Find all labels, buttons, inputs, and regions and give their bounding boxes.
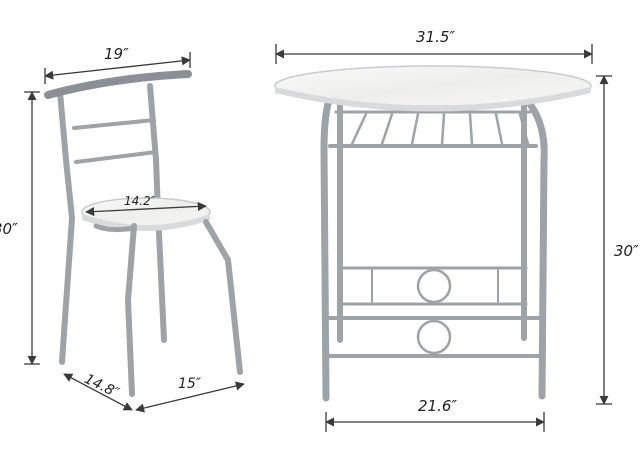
chair-back-slat-upper xyxy=(72,118,156,130)
seat-diameter-dimension-line xyxy=(85,201,207,217)
seat-diameter-label: 14.2″ xyxy=(124,194,156,208)
table-width-label: 31.5″ xyxy=(416,28,455,46)
chair-back-right-leg xyxy=(147,83,167,343)
table-front-ring xyxy=(416,319,452,355)
table-shelf-slats xyxy=(350,112,530,146)
chair-leg-span-label: 15″ xyxy=(178,376,202,392)
table-front-left-leg xyxy=(320,100,332,402)
chair-seat-edge xyxy=(82,214,210,231)
chair-back-slat-lower xyxy=(74,150,158,164)
chair-width-dimension-line xyxy=(44,56,191,80)
table-back-ring xyxy=(416,268,452,304)
table-front-right-leg xyxy=(526,100,548,400)
chair-width-label: 19″ xyxy=(104,45,129,63)
table-height-label: 30″ xyxy=(614,242,639,260)
table-top-edge xyxy=(275,87,591,112)
table xyxy=(274,65,592,402)
chair-seat-support xyxy=(93,223,137,233)
chair-front-left-leg xyxy=(124,223,137,397)
chair-height-label: 30″ xyxy=(0,220,18,238)
chair-top-rail xyxy=(44,70,192,99)
chair-back-left-leg xyxy=(57,89,76,365)
chair-depth-label: 14.8″ xyxy=(82,371,122,402)
chair-depth-dimension-line xyxy=(63,373,133,411)
chair xyxy=(44,70,243,397)
table-base-width-label: 21.6″ xyxy=(418,397,457,415)
chair-front-right-leg xyxy=(203,219,243,375)
chair-leg-span-dimension-line xyxy=(135,381,245,413)
